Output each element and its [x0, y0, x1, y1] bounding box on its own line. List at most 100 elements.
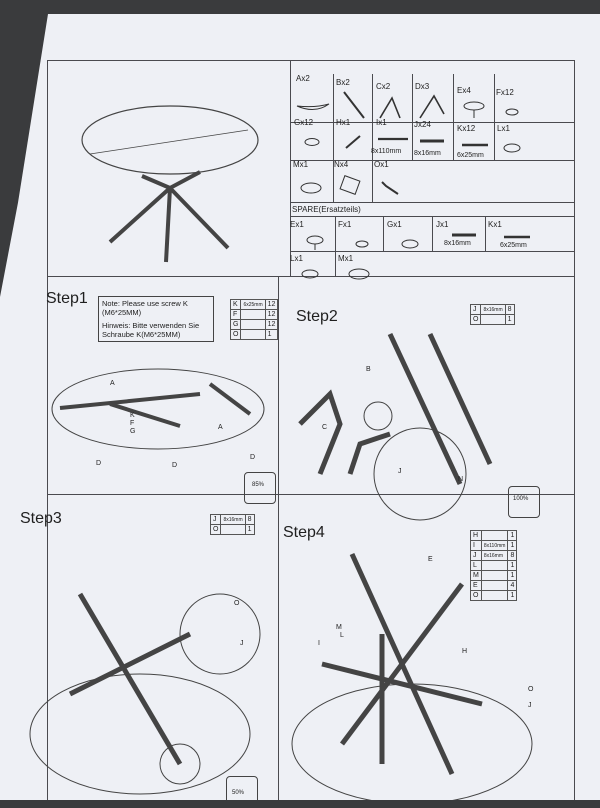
instruction-frame: [47, 60, 575, 800]
divider: [372, 74, 374, 202]
divider: [47, 494, 575, 496]
divider: [432, 216, 434, 251]
callout-d: D: [172, 462, 178, 469]
washer-icon: [505, 108, 519, 116]
part-label: Nx4: [334, 160, 349, 169]
note-english: Note: Please use screw K (M6*25MM): [102, 299, 188, 317]
scale-badge: [226, 776, 258, 800]
callout-j: J: [528, 702, 532, 709]
washer-icon: [503, 143, 521, 153]
part-label: Lx1: [497, 124, 510, 133]
callout-j: J: [398, 468, 402, 475]
table-overview-illustration: [81, 105, 259, 263]
bolt-icon: [420, 139, 444, 143]
part-size: 6x25mm: [457, 152, 484, 159]
divider: [335, 216, 337, 276]
callout-c: C: [322, 424, 328, 431]
part-label: Fx12: [496, 88, 514, 97]
callout-a: A: [110, 380, 115, 387]
divider: [485, 216, 487, 251]
step4-illustration: [291, 552, 533, 800]
scale-badge-text: 85%: [252, 482, 265, 488]
leg-icon: [343, 91, 365, 119]
part-label: Bx2: [336, 78, 350, 87]
step1-title: Step1: [46, 290, 88, 307]
part-label: Kx12: [457, 124, 476, 133]
screw-icon: [504, 235, 530, 239]
callout-i: I: [318, 640, 320, 647]
table-top-half-icon: [296, 103, 330, 110]
scale-badge-text: 100%: [513, 496, 529, 502]
spare-title: SPARE(Ersatzteils): [292, 205, 361, 214]
part-label: Jx24: [414, 120, 431, 129]
spare-label: Gx1: [387, 220, 402, 229]
part-label: Ax2: [296, 74, 310, 83]
callout-g: G: [130, 428, 136, 435]
leg-bent-icon: [419, 94, 445, 119]
allen-key-icon: [381, 181, 399, 195]
divider: [278, 276, 280, 800]
washer-icon: [304, 138, 320, 146]
part-label: Cx2: [376, 82, 391, 91]
callout-o: O: [234, 600, 240, 607]
step2-illustration: [298, 332, 493, 521]
callout-d: D: [250, 454, 256, 461]
washer-icon: [301, 269, 319, 279]
callout-o: O: [528, 686, 534, 693]
divider: [290, 251, 575, 253]
step1-note: Note: Please use screw K (M6*25MM) Hinwe…: [98, 296, 214, 342]
step3-illustration: [29, 592, 261, 795]
spare-size: 6x25mm: [500, 242, 527, 249]
divider: [290, 160, 575, 162]
step4-title: Step4: [283, 524, 325, 541]
part-label: Ex4: [457, 86, 471, 95]
part-label: Dx3: [415, 82, 430, 91]
spare-label: Fx1: [338, 220, 352, 229]
divider: [412, 74, 414, 160]
bracket-disc-icon: [348, 268, 370, 280]
bolt-icon: [345, 135, 361, 149]
divider: [290, 202, 575, 204]
part-label: Mx1: [293, 160, 309, 169]
scale-badge: [508, 486, 540, 518]
divider: [47, 276, 575, 278]
spare-label: Lx1: [290, 254, 303, 263]
note-german: Hinweis: Bitte verwenden Sie Schraube K(…: [102, 321, 200, 339]
glide-foot-icon: [306, 235, 324, 250]
glide-foot-icon: [463, 101, 485, 118]
callout-k: K: [130, 412, 135, 419]
mounting-plate-icon: [339, 175, 361, 195]
bolt-icon: [452, 233, 476, 237]
callout-e: E: [428, 556, 433, 563]
divider: [383, 216, 385, 251]
callout-m: M: [336, 624, 342, 631]
divider: [333, 74, 335, 202]
callout-d: D: [96, 460, 102, 467]
leg-bent-icon: [379, 96, 401, 119]
callout-b: B: [366, 366, 371, 373]
spare-label: Kx1: [488, 220, 502, 229]
spare-label: Mx1: [338, 254, 354, 263]
callout-a: A: [218, 424, 223, 431]
callout-f: F: [130, 420, 135, 427]
washer-icon: [355, 240, 369, 248]
part-label: Ix1: [376, 118, 387, 127]
bracket-disc-icon: [300, 182, 322, 194]
part-label: Gx12: [294, 118, 314, 127]
callout-h: H: [462, 648, 468, 655]
divider: [290, 60, 292, 276]
scale-badge: [244, 472, 276, 504]
callout-j: J: [240, 640, 244, 647]
spare-label: Jx1: [436, 220, 449, 229]
step1-illustration: [51, 368, 265, 450]
divider: [453, 74, 455, 160]
part-size: 8x110mm: [371, 148, 402, 155]
spare-label: Ex1: [290, 220, 304, 229]
spare-size: 8x16mm: [444, 240, 471, 247]
step3-title: Step3: [20, 510, 62, 527]
divider: [494, 74, 496, 160]
part-label: Ox1: [374, 160, 389, 169]
